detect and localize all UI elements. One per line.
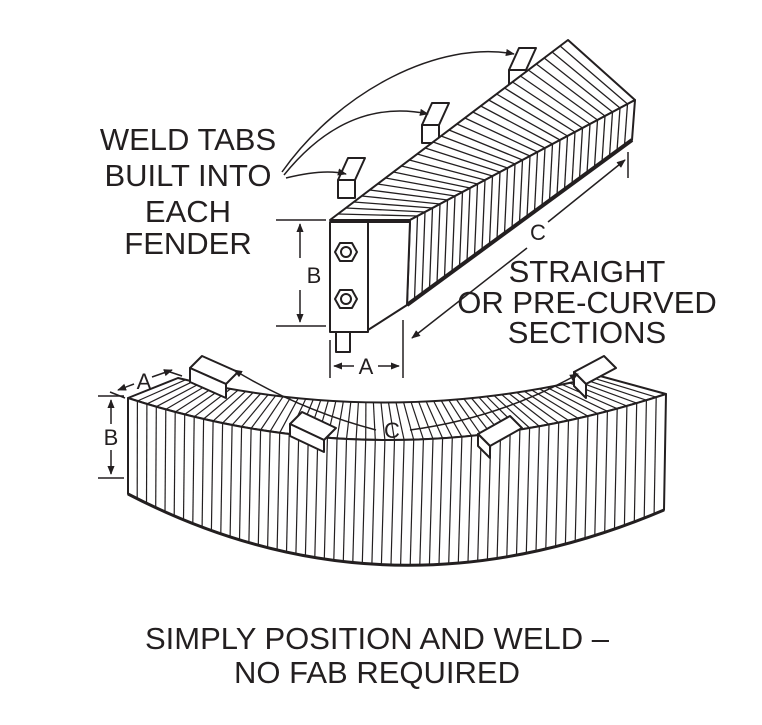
plate-stub [335,331,351,353]
weld-tabs-label: WELD TABS BUILT INTO EACH FENDER [100,122,276,261]
end-plate-side [367,221,411,331]
straight-top-ridges [337,45,628,217]
curved-weld-tabs [189,355,617,459]
straight-side-ridges [413,103,629,300]
straight-line-1: STRAIGHT [509,254,666,289]
bolt-top-icon [334,242,358,262]
straight-line-2: OR PRE-CURVED [457,285,717,320]
straight-c-label: C [530,220,546,245]
straight-line-3: SECTIONS [508,315,666,350]
weld-tabs-line-2: BUILT INTO [104,158,271,193]
end-plate [329,221,369,333]
straight-dimension-a: A [329,320,404,379]
caption-line-2: NO FAB REQUIRED [234,655,520,690]
curved-b-label: B [104,425,119,450]
curved-dimension-a: A [109,369,183,399]
bolt-bottom-icon [334,289,358,309]
straight-sections-label: STRAIGHT OR PRE-CURVED SECTIONS [457,254,717,350]
caption-line-1: SIMPLY POSITION AND WELD – [145,621,610,656]
straight-bottom-edge [405,138,634,307]
curved-a-label: A [137,369,152,394]
curved-bottom-edge [127,492,665,567]
weld-tabs-line-3: EACH [145,194,231,229]
straight-b-label: B [307,263,322,288]
caption: SIMPLY POSITION AND WELD – NO FAB REQUIR… [145,621,610,690]
weld-tabs-line-4: FENDER [124,226,251,261]
straight-dimension-c: C [411,152,629,339]
weld-tabs-line-1: WELD TABS [100,122,276,157]
curved-front-ridges [136,397,657,566]
weld-tab-leaders [281,48,515,179]
curved-fender: A B C [98,355,667,567]
straight-a-label: A [359,354,374,379]
straight-fender: B A C [276,39,636,379]
curved-c-label: C [384,418,400,443]
curved-dimension-c: C [233,369,579,443]
curved-dimension-b: B [98,395,124,479]
straight-dimension-b: B [276,219,326,327]
